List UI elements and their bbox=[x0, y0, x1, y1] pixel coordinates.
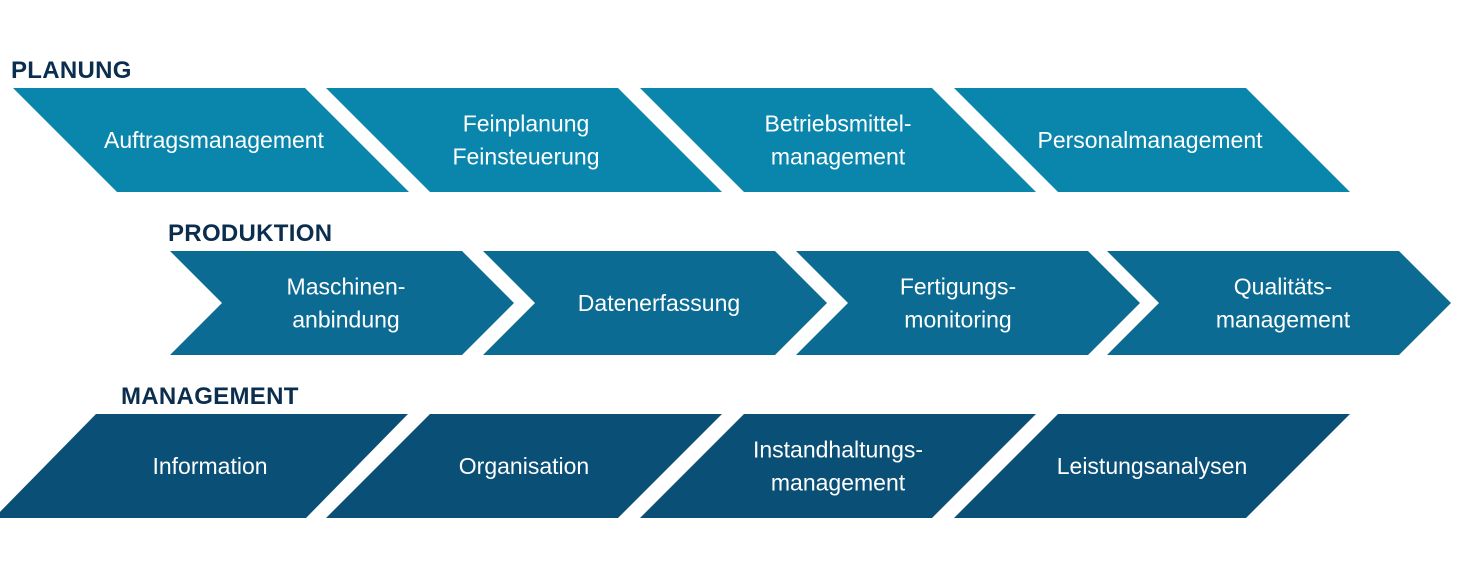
label-management-3-line-1: Instandhaltungs- bbox=[753, 437, 923, 463]
label-produktion-2-line-1: Datenerfassung bbox=[578, 290, 740, 316]
row-produktion: Maschinen-anbindung Datenerfassung Fertigu… bbox=[170, 251, 1451, 355]
label-produktion-4-line-2: management bbox=[1216, 307, 1351, 333]
label-produktion-1-line-1: Maschinen- bbox=[287, 274, 406, 300]
shape-planung-1 bbox=[13, 88, 409, 192]
shape-management-2 bbox=[326, 414, 722, 518]
label-planung-3-line-1: Betriebsmittel- bbox=[765, 111, 912, 137]
label-produktion-3-line-2: monitoring bbox=[904, 307, 1011, 333]
row-title-management: MANAGEMENT bbox=[121, 383, 299, 410]
row-management: Information Organisation Instandhaltungs-m… bbox=[0, 414, 1350, 518]
shape-management-4 bbox=[954, 414, 1350, 518]
shape-planung-2 bbox=[326, 88, 722, 192]
label-produktion-4-line-1: Qualitäts- bbox=[1234, 274, 1332, 300]
shape-planung-4 bbox=[954, 88, 1350, 192]
shape-management-3 bbox=[640, 414, 1036, 518]
label-produktion-1-line-2: anbindung bbox=[292, 307, 399, 333]
label-produktion-3-line-1: Fertigungs- bbox=[900, 274, 1016, 300]
label-planung-2-line-2: Feinsteuerung bbox=[452, 144, 599, 170]
shape-management-1 bbox=[0, 414, 408, 518]
shape-produktion-2 bbox=[483, 251, 827, 355]
label-planung-4-line-1: Personalmanagement bbox=[1037, 127, 1263, 153]
row-planung: Auftragsmanagement FeinplanungFeinsteueru… bbox=[13, 88, 1350, 192]
label-management-1-line-1: Information bbox=[152, 453, 267, 479]
shape-produktion-4 bbox=[1107, 251, 1451, 355]
label-planung-2-line-1: Feinplanung bbox=[463, 111, 590, 137]
shape-produktion-3 bbox=[796, 251, 1140, 355]
label-management-4-line-1: Leistungsanalysen bbox=[1057, 453, 1248, 479]
shape-planung-3 bbox=[640, 88, 1036, 192]
label-management-3-line-2: management bbox=[771, 470, 906, 496]
row-title-planung: PLANUNG bbox=[11, 57, 132, 84]
label-planung-1-line-1: Auftragsmanagement bbox=[104, 127, 325, 153]
shape-produktion-1 bbox=[170, 251, 514, 355]
label-planung-3-line-2: management bbox=[771, 144, 906, 170]
row-title-produktion: PRODUKTION bbox=[168, 220, 333, 247]
label-management-2-line-1: Organisation bbox=[459, 453, 589, 479]
